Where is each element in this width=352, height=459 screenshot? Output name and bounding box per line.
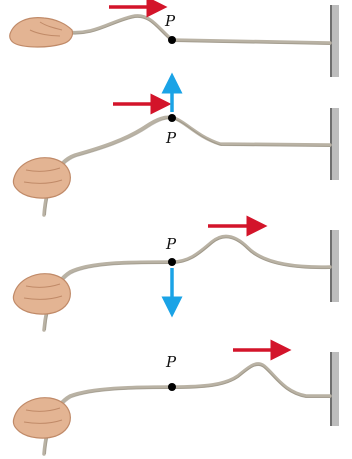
wall-edge xyxy=(330,5,332,77)
hand xyxy=(12,273,71,315)
point-p xyxy=(168,36,176,44)
panel-4: P xyxy=(12,339,339,456)
hand xyxy=(9,17,74,48)
wall xyxy=(330,108,339,180)
rope-shadow xyxy=(65,16,331,45)
wall xyxy=(330,5,339,77)
rope xyxy=(42,234,332,332)
point-label: P xyxy=(164,12,176,30)
hand xyxy=(12,397,71,439)
rope-shadow xyxy=(45,118,331,216)
rope-shadow xyxy=(45,237,331,331)
hand xyxy=(12,157,71,199)
panel-3: P xyxy=(12,215,339,332)
rope xyxy=(42,115,332,217)
point-label: P xyxy=(165,129,177,147)
wall xyxy=(330,352,339,426)
panel-2: P xyxy=(12,72,339,217)
point-p xyxy=(168,114,176,122)
point-label: P xyxy=(165,235,177,253)
rope xyxy=(42,362,332,456)
panel-1: P xyxy=(9,0,339,77)
rope xyxy=(64,14,332,45)
point-p xyxy=(168,383,176,391)
point-p xyxy=(168,258,176,266)
wall xyxy=(330,230,339,302)
rope-shadow xyxy=(45,364,330,455)
point-label: P xyxy=(165,353,177,371)
wall-edge xyxy=(330,352,332,426)
